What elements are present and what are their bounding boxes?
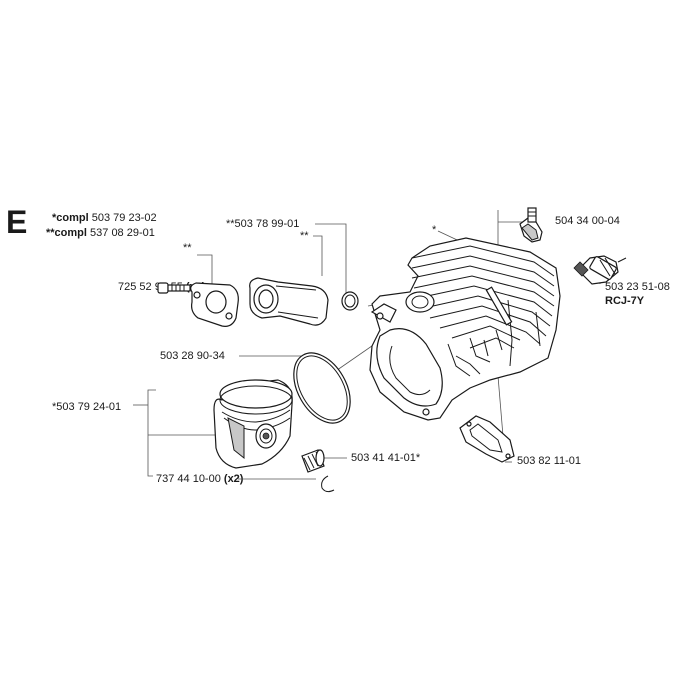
intake-manifold-drawing: [249, 277, 329, 326]
decomp-valve-drawing: [519, 207, 543, 243]
cylinder-drawing: [369, 237, 561, 421]
intake-part-label: **503 78 99-01: [226, 218, 300, 230]
cylinder-gasket-drawing: [459, 415, 515, 463]
piston-drawing: [213, 379, 293, 469]
o-ring-drawing: [341, 291, 359, 311]
spark-plug-drawing: [573, 255, 627, 285]
circlip-label: 737 44 10-00 (x2): [156, 473, 244, 485]
needle-bearing-label: 503 41 41-01*: [351, 452, 421, 464]
piston-ring-label: 503 28 90-34: [160, 350, 225, 362]
decomp-valve-label: 504 34 00-04: [555, 215, 620, 227]
circlip-drawing: [321, 475, 335, 493]
intake-gasket-drawing: [190, 282, 239, 327]
piston-label: *503 79 24-01: [52, 401, 122, 413]
compl-label-1: *compl 503 79 23-02: [52, 212, 157, 224]
needle-bearing-drawing: [301, 449, 325, 473]
cylinder-gasket-label: 503 82 11-01: [517, 455, 582, 467]
cylinder-mark: *: [432, 224, 437, 236]
spark-plug-label: 503 23 51-08: [605, 281, 670, 293]
intake-gasket-mark: **: [183, 242, 192, 254]
compl-label-2: **compl 537 08 29-01: [46, 227, 155, 239]
section-letter: E: [6, 204, 28, 240]
spark-plug-type: RCJ-7Y: [605, 295, 645, 307]
intake-manifold-mark: **: [300, 230, 309, 242]
screw-drawing: [157, 282, 191, 294]
piston-ring-drawing: [293, 352, 351, 424]
